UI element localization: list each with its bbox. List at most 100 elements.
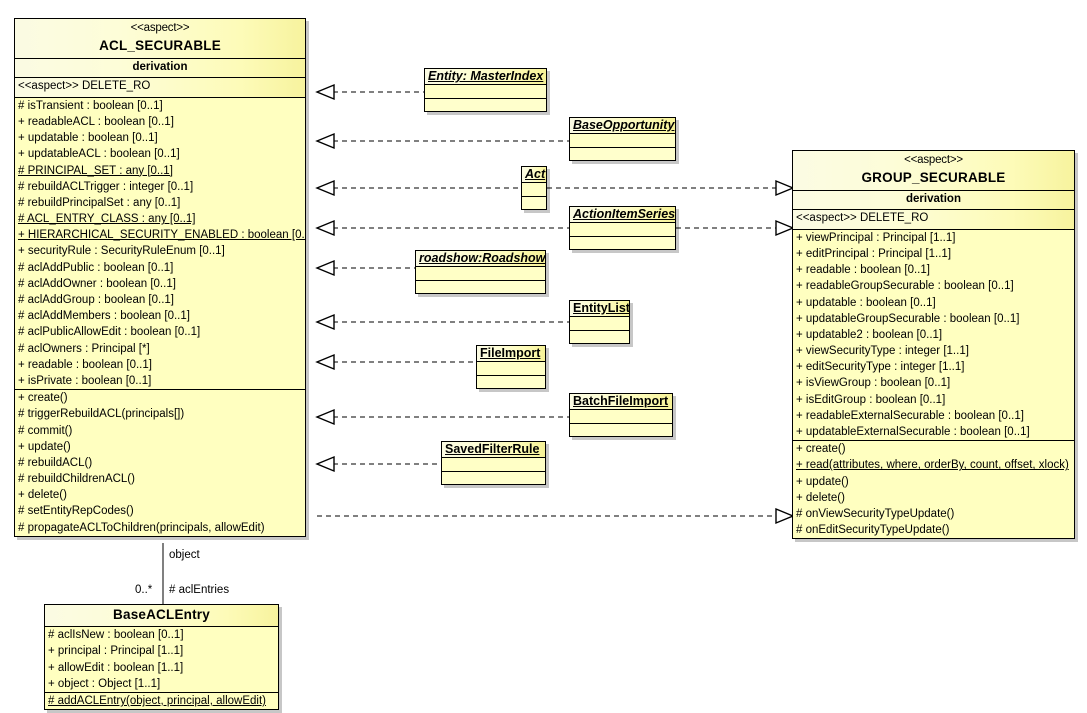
class-base-acl-entry[interactable]: BaseACLEntry # aclIsNew : boolean [0..1]… bbox=[44, 604, 279, 711]
attribute-row: + readableExternalSecurable : boolean [0… bbox=[796, 409, 1024, 422]
class-stereotype: <<aspect>> bbox=[130, 22, 190, 34]
operations-compartment-acl-securable: + create() # triggerRebuildACL(principal… bbox=[15, 389, 305, 536]
class-title: FileImport bbox=[477, 346, 545, 361]
attribute-row: # ACL_ENTRY_CLASS : any [0..1] bbox=[18, 213, 196, 226]
class-group-securable[interactable]: <<aspect>> GROUP_SECURABLE derivation <<… bbox=[792, 150, 1075, 540]
class-saved_filter_rule[interactable]: SavedFilterRule bbox=[441, 441, 546, 485]
attribute-row: + editPrincipal : Principal [1..1] bbox=[796, 247, 952, 260]
realization-arrow-savedfilterrule bbox=[315, 455, 335, 473]
attribute-row: # aclIsNew : boolean [0..1] bbox=[48, 629, 184, 642]
attribute-row: + editSecurityType : integer [1..1] bbox=[796, 361, 965, 374]
attribute-row: + allowEdit : boolean [1..1] bbox=[48, 661, 184, 674]
class-act[interactable]: Act bbox=[521, 166, 547, 210]
class-batch_file_import[interactable]: BatchFileImport bbox=[569, 393, 673, 437]
class-stereotype: <<aspect>> bbox=[904, 154, 963, 166]
class-base_opportunity[interactable]: BaseOpportunity bbox=[569, 117, 676, 161]
class-title: ActionItemSeries bbox=[570, 207, 675, 222]
operation-row: # addACLEntry(object, principal, allowEd… bbox=[48, 694, 266, 707]
operations-compartment bbox=[570, 236, 675, 249]
attribute-row: + isEditGroup : boolean [0..1] bbox=[796, 393, 946, 406]
class-action_item_series[interactable]: ActionItemSeries bbox=[569, 206, 676, 250]
attributes-compartment bbox=[522, 182, 546, 196]
operation-row: # rebuildChildrenACL() bbox=[18, 473, 135, 486]
attribute-row: + readableGroupSecurable : boolean [0..1… bbox=[796, 280, 1014, 293]
class-title: Entity: MasterIndex bbox=[425, 69, 546, 84]
attributes-compartment bbox=[570, 222, 675, 236]
operation-row: + read(attributes, where, orderBy, count… bbox=[796, 459, 1069, 472]
operation-row: # rebuildACL() bbox=[18, 456, 93, 469]
class-title: Act bbox=[522, 167, 546, 182]
operations-compartment bbox=[522, 196, 546, 209]
class-title: roadshow:Roadshow bbox=[416, 251, 545, 266]
realization-arrow-group-act bbox=[775, 179, 795, 197]
attribute-row: # aclPublicAllowEdit : boolean [0..1] bbox=[18, 326, 201, 339]
operation-row: + delete() bbox=[18, 489, 67, 502]
attributes-compartment-acl-securable: # isTransient : boolean [0..1] + readabl… bbox=[15, 96, 306, 390]
attribute-row: + object : Object [1..1] bbox=[48, 677, 161, 690]
attributes-compartment bbox=[425, 84, 546, 98]
attribute-row: + readable : boolean [0..1] bbox=[796, 264, 930, 277]
attribute-row: + HIERARCHICAL_SECURITY_ENABLED : boolea… bbox=[18, 229, 306, 242]
class-title: SavedFilterRule bbox=[442, 442, 545, 457]
class-header-acl-securable: <<aspect>> ACL_SECURABLE bbox=[15, 19, 305, 58]
realization-arrow-group-actionitemseries bbox=[775, 219, 795, 237]
class-acl-securable[interactable]: <<aspect>> ACL_SECURABLE derivation <<as… bbox=[14, 18, 306, 537]
class-title: BaseOpportunity bbox=[570, 118, 675, 133]
attribute-row: + readable : boolean [0..1] bbox=[18, 358, 152, 371]
attribute-row: + updatable : boolean [0..1] bbox=[18, 132, 158, 145]
operation-row: # onViewSecurityTypeUpdate() bbox=[796, 507, 955, 520]
class-title: EntityList bbox=[570, 301, 629, 316]
attribute-row: + viewSecurityType : integer [1..1] bbox=[796, 345, 969, 358]
attribute-row: + updatable : boolean [0..1] bbox=[796, 296, 936, 309]
attributes-compartment bbox=[570, 133, 675, 147]
operation-row: + update() bbox=[18, 440, 71, 453]
operations-compartment bbox=[425, 98, 546, 111]
attribute-row: + readableACL : boolean [0..1] bbox=[18, 115, 174, 128]
attribute-row: + updatableACL : boolean [0..1] bbox=[18, 148, 180, 161]
attribute-row: # aclAddGroup : boolean [0..1] bbox=[18, 294, 174, 307]
operations-compartment bbox=[570, 423, 672, 436]
association-multiplicity-label: 0..* bbox=[135, 584, 153, 596]
attribute-row: + updatableGroupSecurable : boolean [0..… bbox=[796, 312, 1020, 325]
class-title: BatchFileImport bbox=[570, 394, 672, 409]
operations-compartment bbox=[416, 280, 545, 293]
attribute-row: # PRINCIPAL_SET : any [0..1] bbox=[18, 164, 173, 177]
operation-row: + create() bbox=[18, 392, 68, 405]
realization-arrow-roadshow bbox=[315, 259, 335, 277]
attribute-row: + securityRule : SecurityRuleEnum [0..1] bbox=[18, 245, 225, 258]
attribute-row: # aclAddOwner : boolean [0..1] bbox=[18, 277, 176, 290]
class-derivation-header: derivation bbox=[793, 189, 1074, 210]
attribute-row: + updatableExternalSecurable : boolean [… bbox=[796, 426, 1030, 439]
operation-row: # commit() bbox=[18, 424, 73, 437]
class-entity_masterindex[interactable]: Entity: MasterIndex bbox=[424, 68, 547, 112]
operations-compartment-base-acl-entry: # addACLEntry(object, principal, allowEd… bbox=[45, 691, 278, 710]
realization-arrow-group-aclsecurable bbox=[775, 507, 795, 525]
operation-row: # propagateACLToChildren(principals, all… bbox=[18, 521, 265, 534]
class-entity_list[interactable]: EntityList bbox=[569, 300, 630, 344]
class-header-base-acl-entry: BaseACLEntry bbox=[45, 605, 278, 627]
class-derivation-header: derivation bbox=[15, 57, 305, 78]
attributes-compartment bbox=[570, 316, 629, 330]
operation-row: + delete() bbox=[796, 491, 845, 504]
attribute-row: # rebuildPrincipalSet : any [0..1] bbox=[18, 196, 181, 209]
attributes-compartment bbox=[570, 409, 672, 423]
association-role-label-object: object bbox=[169, 549, 200, 561]
class-file_import[interactable]: FileImport bbox=[476, 345, 546, 389]
class-derivation-value: <<aspect>> DELETE_RO bbox=[793, 209, 1074, 229]
attribute-row: # aclOwners : Principal [*] bbox=[18, 342, 150, 355]
attribute-row: + principal : Principal [1..1] bbox=[48, 645, 184, 658]
class-roadshow[interactable]: roadshow:Roadshow bbox=[415, 250, 546, 294]
class-derivation-value: <<aspect>> DELETE_RO bbox=[15, 77, 305, 97]
class-title: ACL_SECURABLE bbox=[99, 37, 221, 53]
attributes-compartment bbox=[477, 361, 545, 375]
class-title: GROUP_SECURABLE bbox=[861, 169, 1006, 185]
operations-compartment bbox=[442, 471, 545, 484]
operations-compartment bbox=[570, 147, 675, 160]
attribute-row: + isViewGroup : boolean [0..1] bbox=[796, 377, 951, 390]
operation-row: + create() bbox=[796, 443, 846, 456]
realization-arrow-actionitemseries bbox=[315, 219, 335, 237]
association-member-label-aclentries: # aclEntries bbox=[169, 584, 230, 596]
operation-row: + update() bbox=[796, 475, 849, 488]
attribute-row: + updatable2 : boolean [0..1] bbox=[796, 328, 943, 341]
